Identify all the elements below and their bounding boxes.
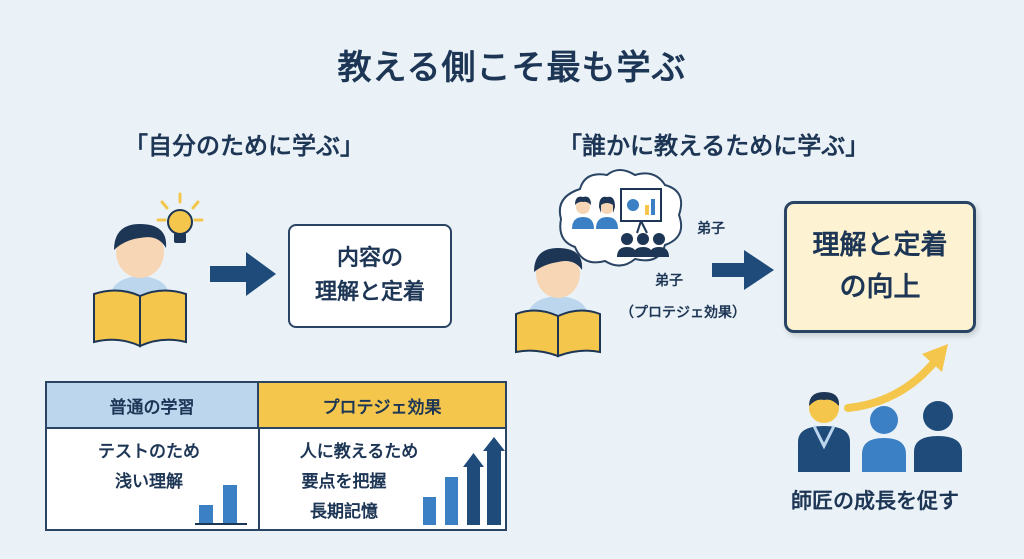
growth-arrow-icon [844, 344, 948, 412]
rising-bar-chart-icon [423, 437, 505, 525]
protege-line-1: 人に教えるため [299, 442, 419, 462]
normal-line-2: 浅い理解 [115, 472, 183, 492]
right-result-line1: 理解と定着 [812, 230, 948, 261]
mentor-icon [798, 392, 850, 472]
table-header-protege: プロテジェ効果 [259, 383, 505, 429]
protege-line-2: 要点を把握 [301, 472, 387, 492]
student-label-top: 弟子 [697, 221, 725, 237]
student-icon [862, 406, 906, 472]
arrow-right-icon [210, 252, 276, 296]
arrow-right-icon [712, 250, 774, 290]
teaching-scene-icon [572, 188, 669, 257]
mentor-caption: 師匠の成長を促す [791, 489, 959, 513]
protege-line-3: 長期記憶 [310, 502, 378, 522]
left-section-heading: 「自分のために学ぶ」 [124, 132, 364, 160]
right-result-box: 理解と定着 の向上 [784, 201, 976, 333]
left-result-line1: 内容の [336, 246, 403, 271]
right-section-heading: 「誰かに教えるために学ぶ」 [558, 132, 870, 160]
comparison-table: 普通の学習 プロテジェ効果 テストのため 浅い理解 人に教えるため 要点を把握 … [45, 381, 507, 531]
lightbulb-icon [156, 192, 204, 243]
table-divider [258, 429, 260, 529]
teaching-reader-illustration [515, 248, 601, 358]
student-label-mid: 弟子 [655, 273, 683, 289]
reading-student-illustration [93, 192, 204, 348]
protege-effect-label: （プロテジェ効果） [620, 305, 746, 321]
left-result-line2: 理解と定着 [314, 280, 425, 305]
table-header-normal: 普通の学習 [47, 383, 259, 429]
main-title: 教える側こそ最も学ぶ [337, 48, 687, 88]
normal-line-1: テストのため [98, 442, 200, 462]
student-icon [914, 401, 962, 472]
small-bar-chart-icon [195, 485, 247, 525]
mentor-group-illustration [798, 392, 962, 472]
left-result-box: 内容の 理解と定着 [288, 224, 452, 328]
right-result-line2: の向上 [839, 272, 921, 303]
